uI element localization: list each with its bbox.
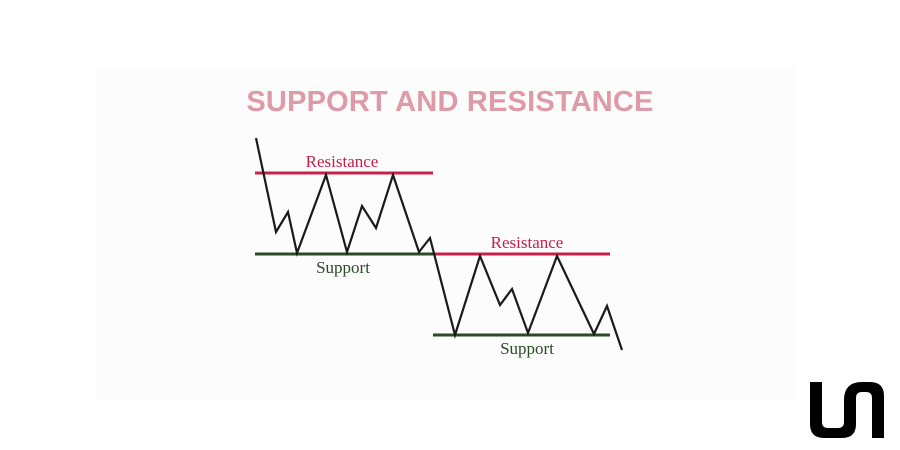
diagram-panel (96, 66, 796, 400)
resistance-label-right: Resistance (491, 233, 564, 252)
page-title: SUPPORT AND RESISTANCE (246, 86, 654, 118)
brand-logo-icon (810, 382, 884, 438)
support-label-left: Support (316, 258, 370, 277)
resistance-label-left: Resistance (306, 152, 379, 171)
support-label-right: Support (500, 339, 554, 358)
price-line (254, 137, 624, 351)
